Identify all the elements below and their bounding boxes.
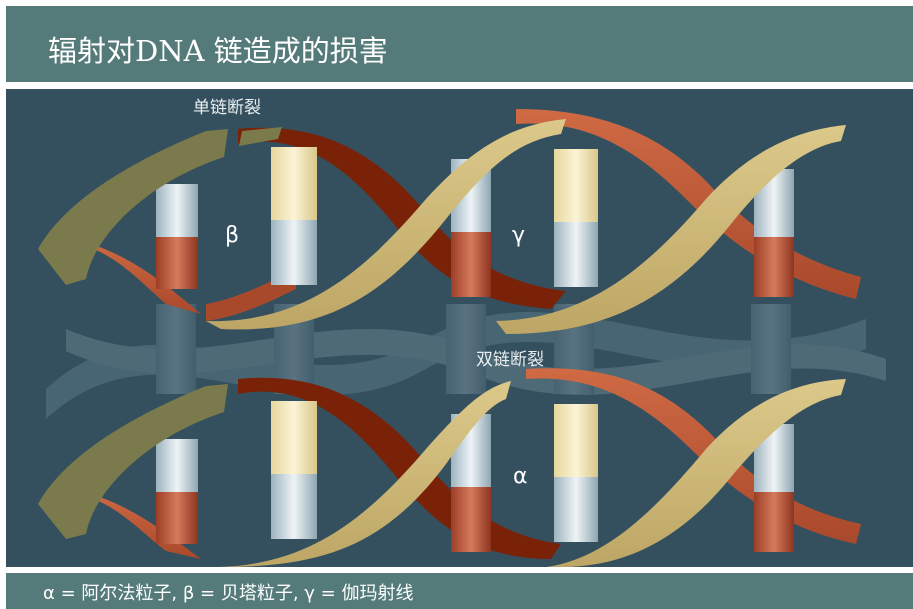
top-front-strand-olive-tip (239, 127, 282, 146)
bottom-front-strand-tan-1 (206, 381, 511, 567)
top-front-strand-tan-1 (206, 119, 566, 330)
page-title: 辐射对DNA 链造成的损害 (48, 34, 388, 68)
legend-text: α = 阿尔法粒子, β = 贝塔粒子, γ = 伽玛射线 (43, 583, 414, 604)
single-strand-break-label: 单链断裂 (193, 98, 261, 118)
top-back-strand-1 (46, 239, 201, 314)
double-strand-break-label: 双链断裂 (476, 350, 544, 370)
top-front-strand-tan-2 (496, 125, 846, 334)
gamma-label: γ (512, 223, 526, 248)
dna-helix-illustration (38, 109, 886, 567)
bottom-helix (38, 368, 861, 567)
alpha-label: α (513, 464, 528, 489)
bottom-front-strand-tan-2 (546, 379, 846, 567)
title-bar: 辐射对DNA 链造成的损害 (6, 6, 913, 82)
top-back-strand-2 (238, 127, 566, 309)
dna-damage-diagram: 单链断裂 双链断裂 β γ α (6, 89, 913, 567)
bottom-front-strand-olive (38, 384, 228, 539)
top-front-strand-olive (38, 129, 228, 285)
top-helix (38, 109, 861, 334)
beta-label: β (225, 223, 240, 248)
legend-bar: α = 阿尔法粒子, β = 贝塔粒子, γ = 伽玛射线 (6, 573, 913, 609)
